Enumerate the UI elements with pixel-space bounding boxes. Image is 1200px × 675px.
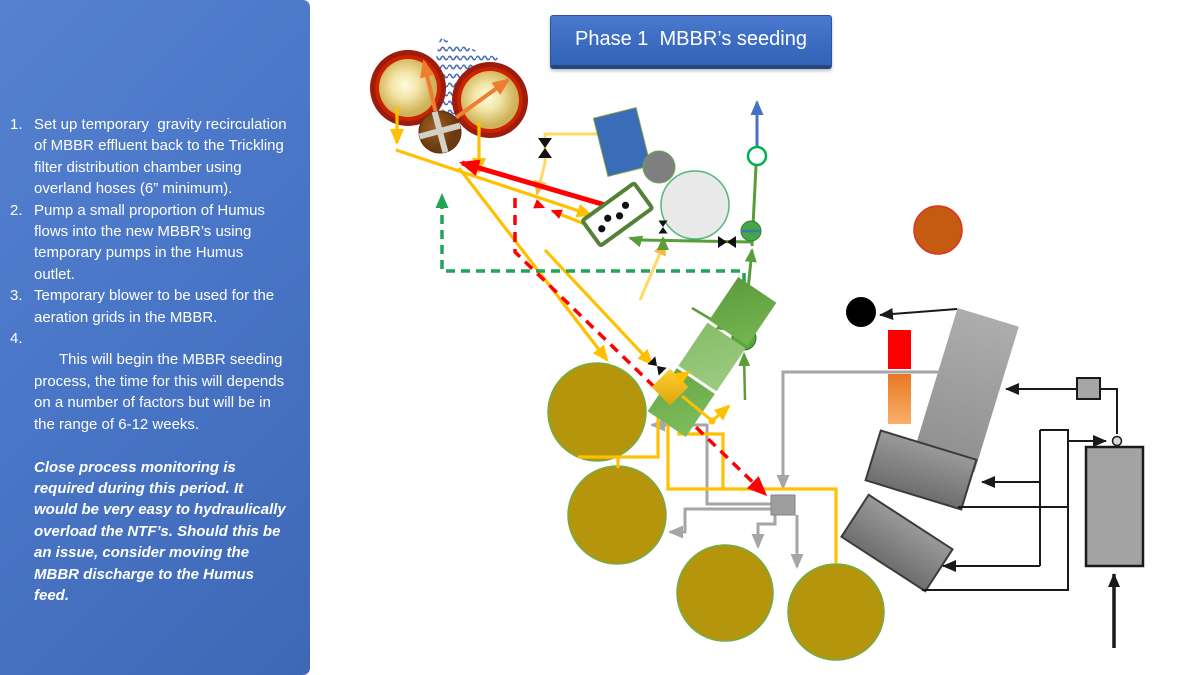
note-number: 2.: [10, 201, 23, 219]
red-dashed-route: [513, 198, 768, 497]
note-text-emphasis: Close process monitoring is required dur…: [34, 458, 290, 604]
note-number: 3.: [10, 287, 23, 305]
black-pipes: [879, 308, 1123, 648]
note-number: 1.: [10, 116, 23, 133]
humus-tank-4: [787, 563, 885, 661]
pumped-return-arrow: [459, 159, 613, 210]
distribution-arrows: [420, 59, 511, 124]
note-item-4: 4. This will begin the MBBR seeding proc…: [10, 328, 288, 649]
notes-panel: 1. Set up temporary gravity recirculatio…: [0, 0, 310, 675]
mbbr-cell-2: [678, 322, 746, 392]
humus-tank-1: [547, 362, 647, 462]
large-gray-circle: [660, 170, 730, 240]
gray-tank-bottom: [840, 493, 954, 593]
inlet-works-building: [913, 307, 1019, 473]
humus-splitter-box: [770, 494, 796, 516]
small-box: [1076, 377, 1101, 400]
mbbr-cell-3: [647, 368, 715, 438]
tall-tank: [1084, 445, 1145, 568]
orange-unit: [888, 374, 911, 424]
note-number: 4.: [10, 330, 23, 348]
green-inline-pump: [740, 220, 762, 242]
red-unit: [888, 330, 911, 369]
pump-feed-arrows: [673, 370, 731, 423]
note-item-3: 3. Temporary blower to be used for the a…: [10, 285, 288, 328]
mbbr-cell-1: [709, 276, 777, 346]
recirculation-dashed-route: [435, 193, 746, 327]
trickling-filter-2: [452, 62, 528, 138]
note-text: Set up temporary gravity recirculation o…: [34, 116, 291, 198]
gray-pipes: [650, 370, 940, 569]
humus-tank-2: [567, 465, 667, 565]
note-text: Temporary blower to be used for the aera…: [34, 287, 279, 326]
sample-point-circle: [746, 145, 768, 167]
blue-building: [592, 106, 652, 178]
gray-tank-mid: [864, 429, 978, 511]
humus-tank-3: [676, 544, 774, 642]
note-text: Pump a small proportion of Humus flows i…: [34, 201, 270, 283]
note-item-2: 2. Pump a small proportion of Humus flow…: [10, 200, 288, 286]
slide-title: Phase 1 MBBR’s seeding: [550, 15, 832, 69]
note-item-1: 1. Set up temporary gravity recirculatio…: [10, 114, 288, 200]
blower-circle: [642, 150, 676, 184]
storm-tank-circle: [913, 205, 963, 255]
connection-arrowheads: [533, 199, 563, 219]
note-text-main: This will begin the MBBR seeding process…: [34, 351, 289, 433]
pipe-node: [708, 417, 716, 425]
humus-tanks: [547, 362, 885, 661]
valve-icon: [538, 138, 736, 376]
black-node: [846, 297, 876, 327]
distribution-chamber: [418, 110, 462, 154]
pump-station: [581, 181, 654, 247]
note-text: This will begin the MBBR seeding process…: [34, 328, 288, 649]
mbbr-tanks: [647, 276, 777, 438]
